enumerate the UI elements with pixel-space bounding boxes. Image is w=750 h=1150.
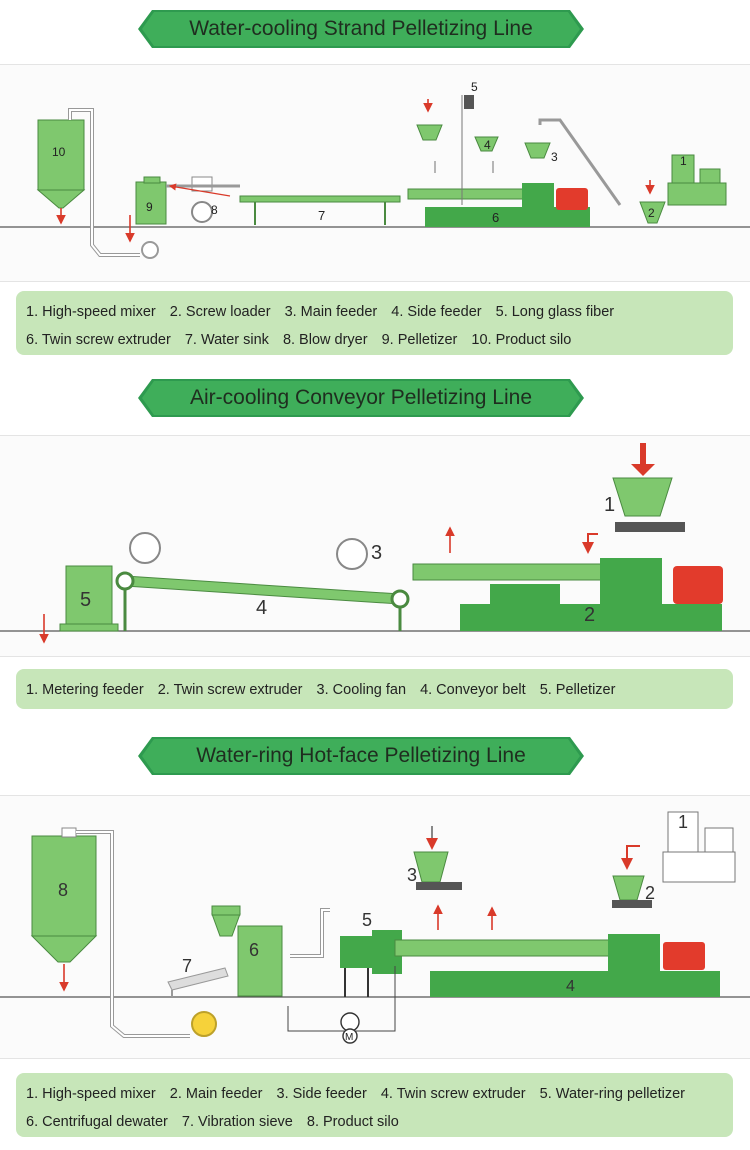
section-title-water-ring: Water-ring Hot-face Pelletizing Line — [138, 737, 584, 775]
legend-item: 7. Vibration sieve — [181, 1114, 293, 1130]
conveyor-belt — [115, 571, 410, 631]
label-6: 6 — [492, 210, 499, 225]
screw-loader — [639, 180, 666, 224]
title-banner-shape — [138, 10, 584, 48]
label-7: 7 — [318, 208, 325, 223]
side-feeder — [413, 826, 462, 890]
legend-item: 5. Water-ring pelletizer — [539, 1086, 685, 1102]
legend-item: 2. Screw loader — [169, 304, 271, 320]
title-banner-shape — [138, 737, 584, 775]
section-title-text: Water-ring Hot-face Pelletizing Line — [196, 744, 526, 767]
vibration-sieve — [167, 967, 229, 997]
legend-item: 2. Twin screw extruder — [157, 682, 303, 698]
blow-dryer — [166, 176, 240, 223]
legend-item: 4. Side feeder — [391, 304, 482, 320]
motor-label: M — [345, 1032, 353, 1043]
label-6: 6 — [249, 940, 259, 960]
metering-feeder — [612, 443, 685, 532]
label-4: 4 — [256, 597, 267, 619]
diagram-water-ring: M 1 2 3 4 — [0, 795, 750, 1059]
label-3: 3 — [371, 542, 382, 564]
legend-item: 1. High-speed mixer — [26, 304, 156, 320]
label-4: 4 — [566, 978, 575, 995]
legend-item: 2. Main feeder — [169, 1086, 263, 1102]
legend-item: 7. Water sink — [184, 332, 269, 348]
legend-item: 5. Long glass fiber — [495, 304, 615, 320]
legend-item: 6. Twin screw extruder — [26, 332, 171, 348]
section-title-text: Water-cooling Strand Pelletizing Line — [189, 17, 533, 40]
product-silo — [36, 119, 86, 225]
legend-item: 10. Product silo — [471, 332, 572, 348]
label-8: 8 — [211, 203, 218, 217]
high-speed-mixer — [667, 154, 727, 206]
twin-screw-extruder — [412, 526, 723, 631]
label-5: 5 — [362, 910, 372, 930]
label-3: 3 — [551, 150, 558, 164]
label-2: 2 — [584, 604, 595, 626]
side-feeder — [416, 99, 443, 141]
twin-screw-extruder — [407, 161, 590, 227]
legend-item: 1. High-speed mixer — [26, 1086, 156, 1102]
legend-item: 4. Twin screw extruder — [380, 1086, 526, 1102]
legend-item: 8. Blow dryer — [282, 332, 368, 348]
label-3: 3 — [407, 865, 417, 885]
label-10: 10 — [52, 145, 66, 159]
water-ring-pelletizer: M — [287, 908, 402, 1044]
legend-item: 9. Pelletizer — [381, 332, 458, 348]
twin-screw-extruder — [394, 904, 720, 997]
diagram-air-cooling: 1 2 3 4 5 — [0, 435, 750, 657]
legend-air-cooling: 1. Metering feeder 2. Twin screw extrude… — [16, 669, 733, 709]
label-5: 5 — [471, 80, 478, 94]
label-8: 8 — [58, 880, 68, 900]
legend-item: 3. Main feeder — [284, 304, 378, 320]
pelletizer — [125, 176, 167, 243]
label-7: 7 — [182, 956, 192, 976]
label-2: 2 — [648, 206, 655, 220]
label-4: 4 — [484, 138, 491, 152]
legend-item: 1. Metering feeder — [26, 682, 144, 698]
product-silo — [30, 827, 98, 992]
label-5: 5 — [80, 589, 91, 611]
centrifugal-dewater — [211, 905, 283, 997]
label-1: 1 — [678, 812, 688, 832]
high-speed-mixer — [662, 811, 736, 883]
legend-item: 3. Side feeder — [276, 1086, 367, 1102]
title-banner-shape — [138, 379, 584, 417]
label-2: 2 — [645, 883, 655, 903]
label-1: 1 — [680, 154, 687, 168]
long-glass-fiber — [461, 95, 474, 205]
pelletizer — [39, 565, 119, 644]
label-9: 9 — [146, 200, 153, 214]
legend-water-cooling: 1. High-speed mixer 2. Screw loader 3. M… — [16, 291, 733, 355]
legend-item: 4. Conveyor belt — [420, 682, 526, 698]
section-title-air-cooling: Air-cooling Conveyor Pelletizing Line — [138, 379, 584, 417]
label-1: 1 — [604, 494, 615, 516]
legend-water-ring: 1. High-speed mixer 2. Main feeder 3. Si… — [16, 1073, 733, 1137]
diagram-water-cooling: 1 2 3 4 5 6 7 8 9 10 — [0, 64, 750, 282]
section-title-text: Air-cooling Conveyor Pelletizing Line — [189, 386, 532, 409]
main-feeder — [474, 118, 622, 206]
legend-item: 6. Centrifugal dewater — [26, 1114, 168, 1130]
legend-item: 5. Pelletizer — [539, 682, 616, 698]
section-title-water-cooling: Water-cooling Strand Pelletizing Line — [138, 10, 584, 48]
main-feeder — [612, 845, 652, 908]
legend-item: 3. Cooling fan — [316, 682, 407, 698]
legend-item: 8. Product silo — [306, 1114, 399, 1130]
water-sink — [168, 183, 401, 225]
cooling-fan — [129, 532, 368, 570]
